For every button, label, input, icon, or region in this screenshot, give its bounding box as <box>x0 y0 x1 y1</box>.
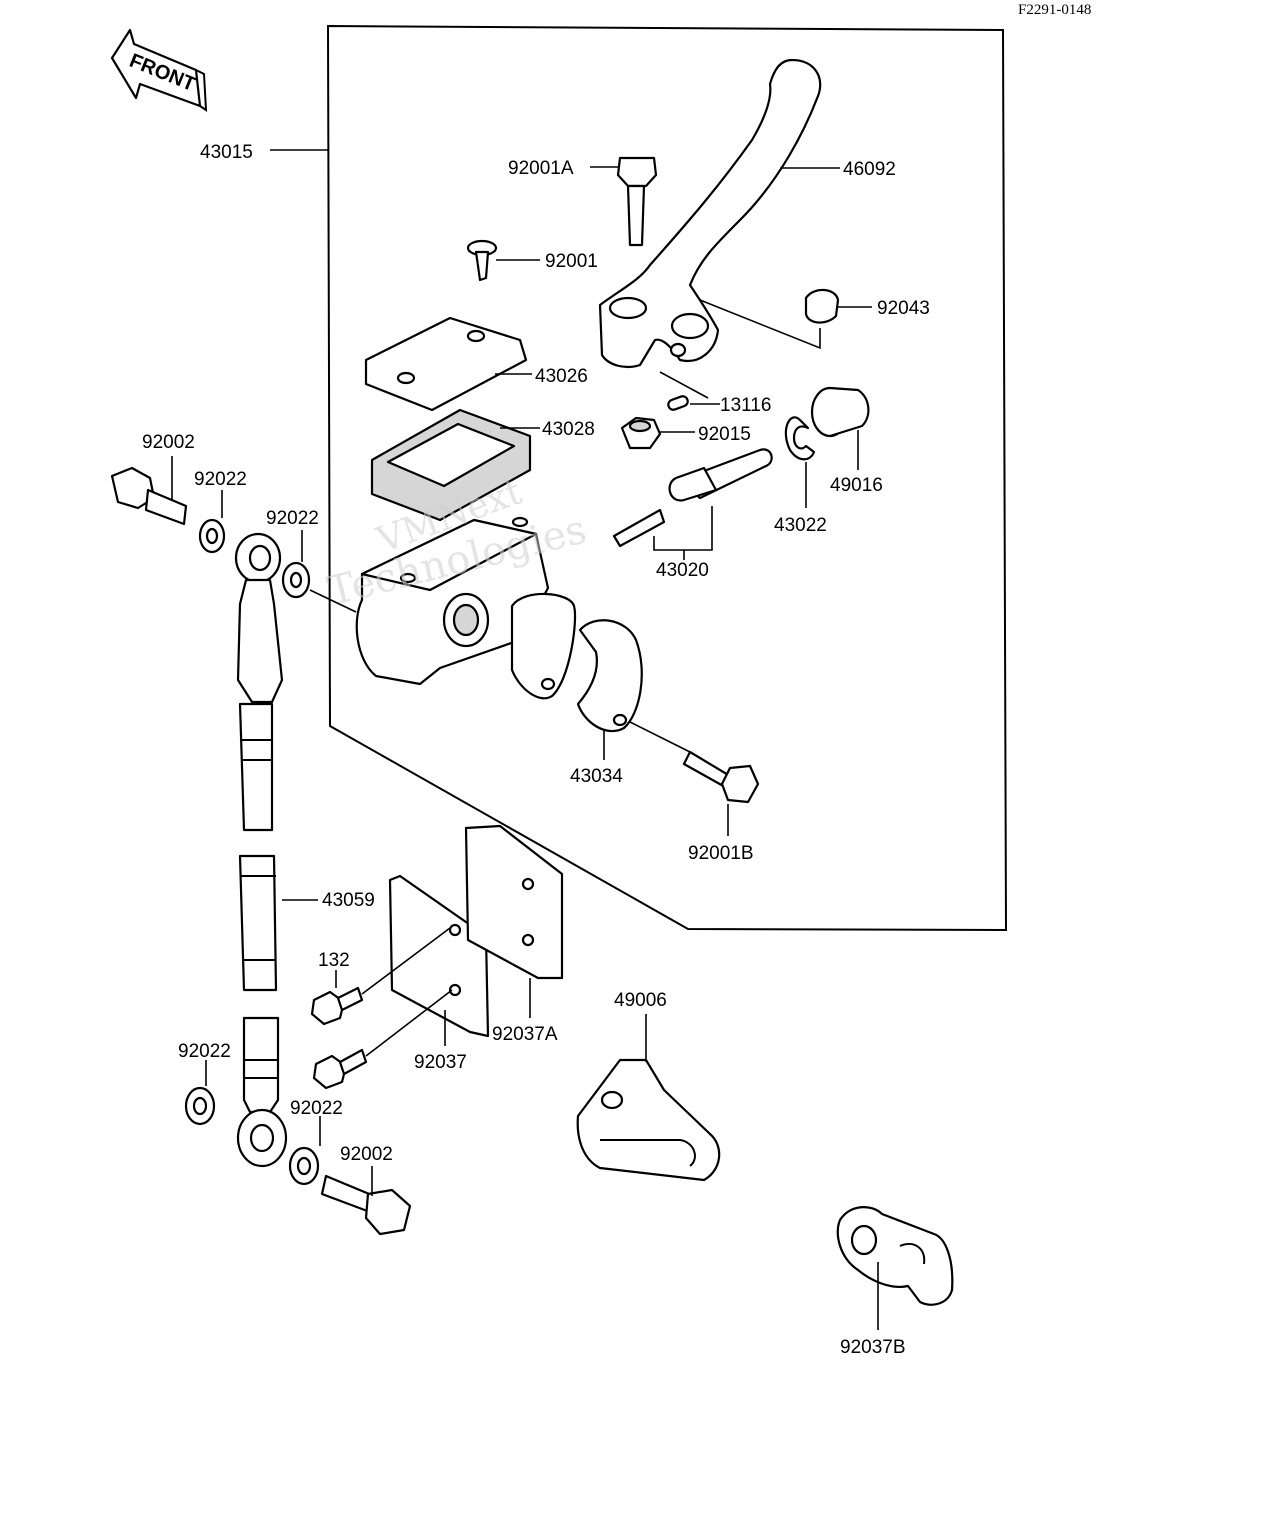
bolt-132-b <box>312 1048 368 1090</box>
label-92015: 92015 <box>698 424 751 445</box>
label-92001b: 92001B <box>688 843 754 864</box>
brake-hose-43059 <box>234 532 288 1168</box>
label-49006: 49006 <box>614 990 667 1011</box>
label-92037: 92037 <box>414 1052 467 1073</box>
pivot-bolt-92001a <box>616 156 658 247</box>
dust-boot-49016 <box>810 386 870 438</box>
pin-13116 <box>667 395 689 411</box>
label-46092: 46092 <box>843 159 896 180</box>
label-92002-bottom: 92002 <box>340 1144 393 1165</box>
guide-49006 <box>576 1058 721 1182</box>
label-92043: 92043 <box>877 298 930 319</box>
washer-bottom-a <box>184 1086 216 1126</box>
label-43022: 43022 <box>774 515 827 536</box>
label-43028: 43028 <box>542 419 595 440</box>
bolt-92001b <box>682 750 760 804</box>
label-43015: 43015 <box>200 142 253 163</box>
label-43034: 43034 <box>570 766 623 787</box>
label-92037a: 92037A <box>492 1024 558 1045</box>
label-13116: 13116 <box>720 395 771 416</box>
nut-92015 <box>620 416 662 450</box>
washer-top-b <box>281 561 311 599</box>
banjo-bolt-top-92002 <box>110 466 188 526</box>
label-92002-top: 92002 <box>142 432 195 453</box>
label-92001: 92001 <box>545 251 598 272</box>
bolt-132-a <box>310 986 364 1026</box>
reservoir-cap-43026 <box>364 316 528 412</box>
front-arrow-icon: FRONT <box>110 28 208 112</box>
assembly-boundary <box>326 24 1008 932</box>
piston-set-43020 <box>612 448 773 548</box>
label-92022-bottom-b: 92022 <box>290 1098 343 1119</box>
label-43059: 43059 <box>322 890 375 911</box>
label-92037b: 92037B <box>840 1337 906 1358</box>
label-132: 132 <box>318 950 350 971</box>
figure-code: F2291-0148 <box>1018 2 1091 18</box>
label-92022-top-a: 92022 <box>194 469 247 490</box>
label-49016: 49016 <box>830 475 883 496</box>
washer-bottom-b <box>288 1146 320 1186</box>
brake-lever <box>598 58 822 369</box>
label-92022-bottom-a: 92022 <box>178 1041 231 1062</box>
diaphragm-43028 <box>370 408 532 522</box>
screw-92001 <box>466 239 498 282</box>
hose-clamp-92037b <box>836 1206 954 1306</box>
master-cylinder-body <box>355 516 577 700</box>
washer-top-a <box>198 518 226 554</box>
banjo-bolt-bottom-92002 <box>320 1174 412 1236</box>
bracket-92037a <box>464 824 564 980</box>
label-43020: 43020 <box>656 560 709 581</box>
bracket-92037 <box>388 874 490 1038</box>
label-92001a: 92001A <box>508 158 574 179</box>
label-43026: 43026 <box>535 366 588 387</box>
circlip-43022 <box>784 416 816 461</box>
nut-92043 <box>804 288 840 324</box>
clamp-43034 <box>576 619 643 733</box>
label-92022-top-b: 92022 <box>266 508 319 529</box>
